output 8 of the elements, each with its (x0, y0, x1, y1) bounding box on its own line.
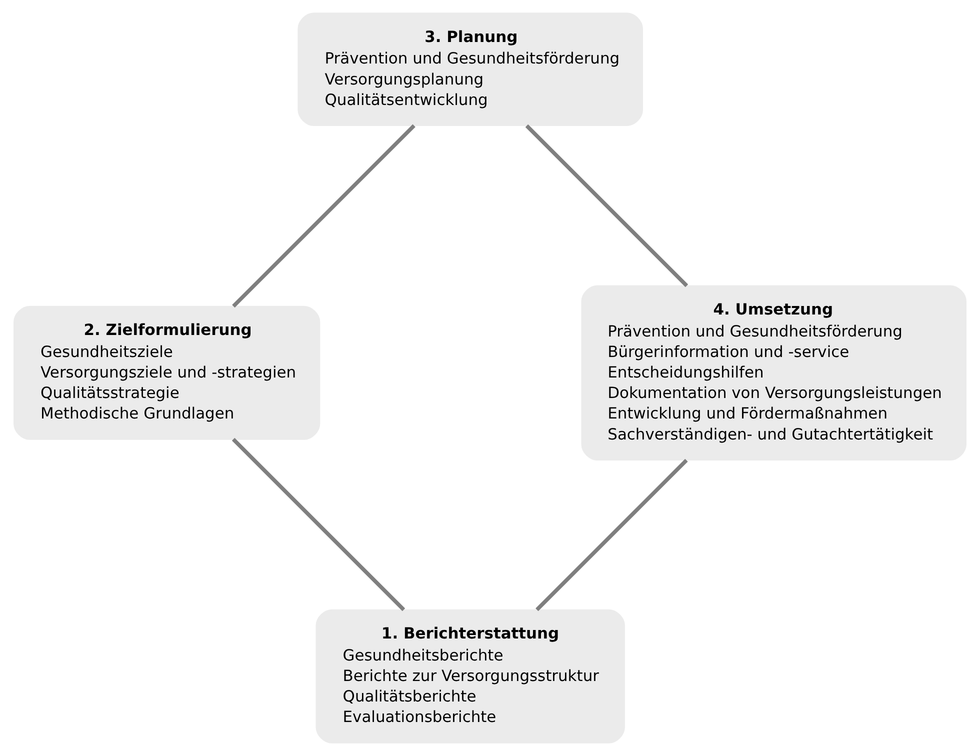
connector (231, 438, 405, 612)
node-box: 4. Umsetzung Prävention und Gesundheitsförderung Bürgerinformation und -service Entscheidungshilfen Dokumentation von Versorgungsleistungen Entwicklung und Fördermaßnahmen Sachverständigen- und Gutachtertätigkeit (580, 285, 966, 460)
node-box: 2. Zielformulierung Gesundheitsziele Versorgungsziele und -strategien Qualitätsstrategie Methodische Grundlagen (13, 306, 320, 440)
connector (535, 458, 688, 612)
connector (232, 124, 415, 308)
node-box: 3. Planung Prävention und Gesundheitsförderung Versorgungsplanung Qualitätsentwicklung (297, 12, 642, 126)
node-box: 1. Berichterstattung Gesundheitsberichte Berichte zur Versorgungsstruktur Qualitätsberichte Evaluationsberichte (315, 609, 624, 744)
connector (524, 124, 688, 288)
